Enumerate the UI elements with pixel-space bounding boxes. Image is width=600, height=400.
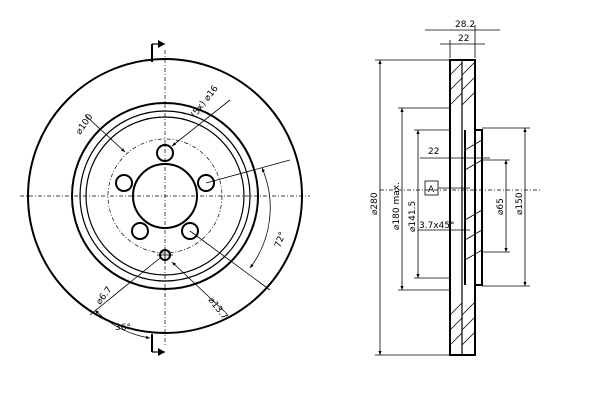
- label-angle-72: 72°: [273, 231, 288, 249]
- label-inner-ring: ⌀180 max.: [392, 182, 402, 230]
- label-datum: A: [428, 185, 435, 195]
- label-hole-offset: ⌀13.7: [206, 296, 230, 322]
- label-bolt-circle: ⌀100: [74, 112, 95, 136]
- angle-arc-36: [94, 309, 151, 339]
- bolt-holes: [115, 144, 215, 240]
- bolt-hole: [156, 144, 174, 162]
- leader-bolt-circle: [84, 114, 126, 153]
- leader-holes: [171, 99, 231, 147]
- bolt-hole: [197, 174, 215, 192]
- angle-arc-72: [249, 167, 271, 269]
- label-hat-diameter: ⌀150: [515, 192, 525, 215]
- label-hole-small: ⌀6.7: [94, 285, 114, 307]
- bolt-hole: [115, 174, 133, 192]
- label-hub-diameter: ⌀141.5: [408, 201, 418, 232]
- bolt-hole: [181, 222, 199, 240]
- label-holes: (5x) ⌀16: [189, 84, 220, 120]
- locating-hole: [157, 247, 173, 263]
- label-overall-thickness: 28.2: [455, 20, 475, 30]
- front-view: ⌀100 (5x) ⌀16 72° ⌀6.7 ⌀13.7 36°: [20, 40, 310, 356]
- label-min-thickness: 22: [458, 34, 469, 44]
- hat-section: [449, 129, 483, 286]
- label-chamfer: 3.7x45°: [419, 221, 455, 231]
- label-center-bore: ⌀65: [496, 198, 506, 215]
- section-view: 28.2 22 ⌀280 ⌀180 max. ⌀141.5 22 A 3.7x4…: [370, 20, 540, 356]
- label-outer-diameter: ⌀280: [370, 192, 380, 215]
- label-hub-thickness: 22: [428, 147, 439, 157]
- section-hatching: [449, 61, 483, 346]
- label-angle-36: 36°: [115, 323, 131, 333]
- section-cut-marker: [151, 40, 165, 356]
- bolt-hole: [131, 222, 149, 240]
